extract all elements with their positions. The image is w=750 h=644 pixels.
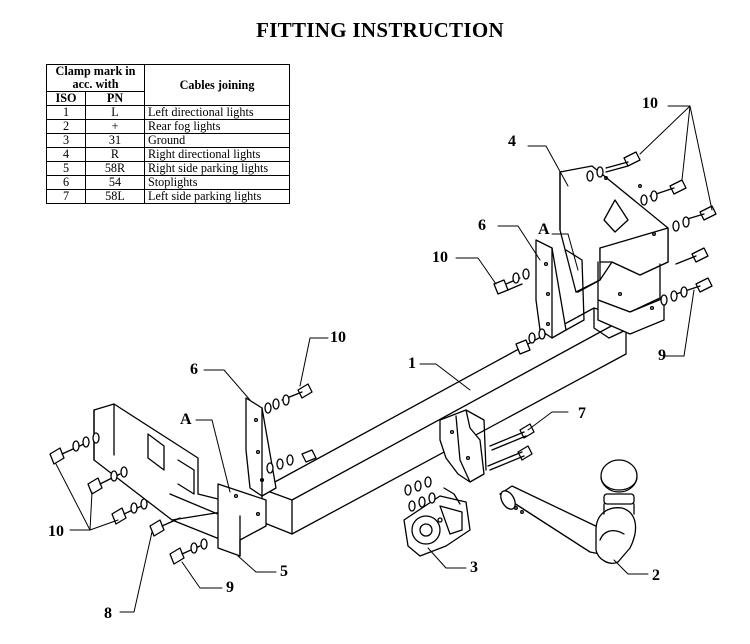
- table-header-pn: PN: [85, 91, 145, 106]
- callout-6: 6: [478, 217, 486, 234]
- iso-cell: 7: [46, 189, 86, 204]
- desc-cell: Right directional lights: [144, 147, 290, 162]
- callout-9: 9: [658, 347, 666, 364]
- desc-cell: Ground: [144, 133, 290, 148]
- bolts-center-right: [404, 423, 535, 512]
- desc-cell: Left side parking lights: [144, 189, 290, 204]
- callout-7: 7: [578, 405, 586, 422]
- table-header-cables: Cables joining: [144, 64, 290, 106]
- leader-lines: [55, 105, 713, 613]
- pn-cell: 54: [85, 175, 145, 190]
- left-bracket: [93, 403, 267, 557]
- tow-ball: [499, 459, 638, 564]
- right-mount-plate: [535, 239, 585, 339]
- cable-joining-table: Clamp mark in acc. with Cables joining I…: [46, 64, 290, 204]
- pn-cell: 31: [85, 133, 145, 148]
- center-bracket: [439, 409, 487, 483]
- callout-6: 6: [190, 361, 198, 378]
- left-mount-plate: [245, 397, 277, 497]
- callout-8: 8: [104, 605, 112, 622]
- pn-cell: 58L: [85, 189, 145, 204]
- callout-10: 10: [432, 249, 448, 266]
- callout-a: A: [538, 221, 550, 238]
- desc-cell: Right side parking lights: [144, 161, 290, 176]
- callout-1: 1: [408, 355, 416, 372]
- bolts-right-mid: [493, 268, 546, 355]
- callout-labels: 10 4 6 A 10 9 10 1 6 A 7 10 5 3 2 9 8: [48, 95, 666, 622]
- callout-a: A: [180, 411, 192, 428]
- callout-10: 10: [330, 329, 346, 346]
- page-title: FITTING INSTRUCTION: [256, 18, 504, 42]
- table-header-clamp: Clamp mark in acc. with: [46, 64, 145, 92]
- callout-4: 4: [508, 133, 516, 150]
- callout-10: 10: [48, 523, 64, 540]
- bolts-center: [264, 383, 317, 474]
- right-bracket: [559, 165, 669, 335]
- callout-3: 3: [470, 559, 478, 576]
- callout-10: 10: [642, 95, 658, 112]
- bolts-left: [49, 432, 208, 565]
- callout-9: 9: [226, 579, 234, 596]
- callout-2: 2: [652, 567, 660, 584]
- desc-cell: Stoplights: [144, 175, 290, 190]
- socket-plate: [403, 487, 471, 557]
- callout-5: 5: [280, 563, 288, 580]
